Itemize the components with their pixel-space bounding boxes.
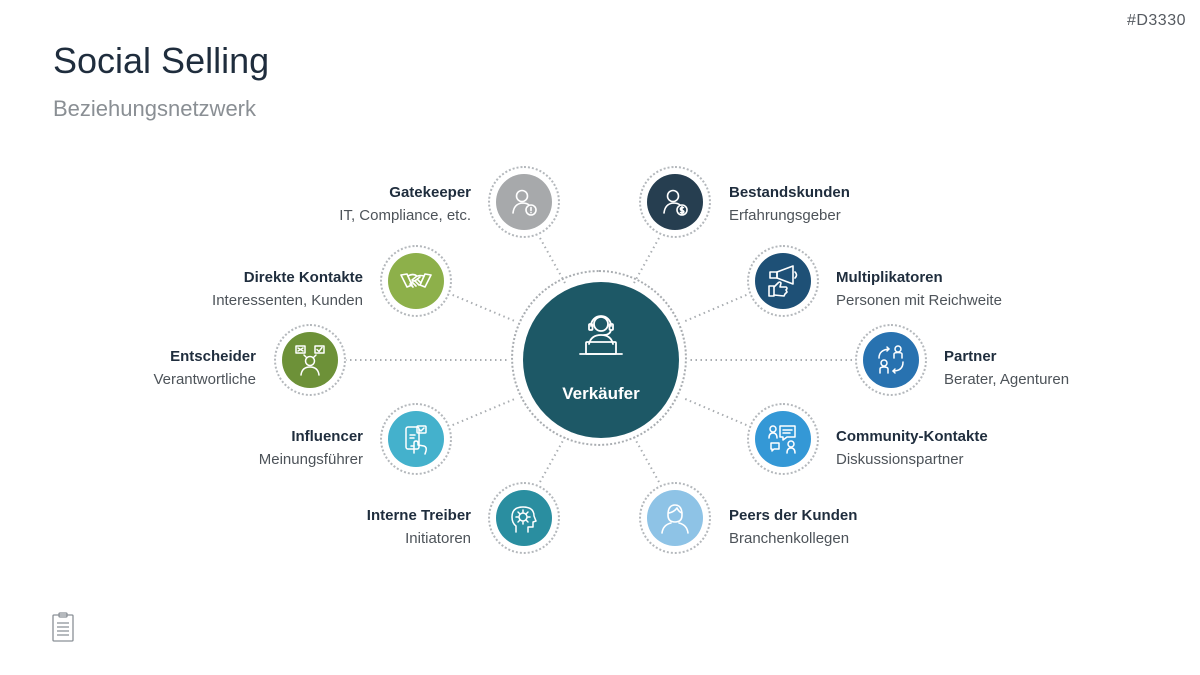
partner-exchange-icon <box>878 345 904 374</box>
node-multiplikatoren <box>747 245 819 317</box>
center-label: Verkäufer <box>562 384 640 403</box>
label-influencer: Influencer Meinungsführer <box>113 426 363 471</box>
node-title: Influencer <box>291 428 363 445</box>
center-ring <box>511 270 687 446</box>
head-idea-icon <box>511 506 537 533</box>
node-partner <box>855 324 927 396</box>
node-title: Bestandskunden <box>729 184 850 201</box>
node-subtitle: Berater, Agenturen <box>944 371 1070 388</box>
node-direkte-kontakte <box>380 245 452 317</box>
label-multiplikatoren: Multiplikatoren Personen mit Reichweite <box>836 267 1086 312</box>
node-interne-treiber <box>488 482 560 554</box>
node-title: Partner <box>944 348 997 365</box>
node-influencer <box>380 403 452 475</box>
slide-id: #D3330 <box>1126 12 1186 29</box>
megaphone-icon <box>768 265 798 297</box>
node-subtitle: Diskussionspartner <box>836 451 964 468</box>
node-entscheider <box>274 324 346 396</box>
phone-social-icon <box>405 425 427 455</box>
node-subtitle: Erfahrungsgeber <box>729 207 841 224</box>
person-money-icon <box>663 189 688 216</box>
center-node: Verkäufer <box>523 282 679 438</box>
page-subtitle: Beziehungsnetzwerk <box>53 96 257 121</box>
person-alert-icon <box>512 189 537 216</box>
chat-people-icon <box>768 425 796 454</box>
page-title: Social Selling <box>53 40 270 81</box>
node-subtitle: Personen mit Reichweite <box>836 292 1002 309</box>
node-subtitle: Meinungsführer <box>258 451 363 468</box>
node-community-kontakte <box>747 403 819 475</box>
label-gatekeeper: Gatekeeper IT, Compliance, etc. <box>221 182 471 227</box>
node-title: Multiplikatoren <box>836 269 943 286</box>
node-subtitle: Initiatoren <box>405 530 471 547</box>
node-gatekeeper <box>488 166 560 238</box>
label-community-kontakte: Community-Kontakte Diskussionspartner <box>836 426 1086 471</box>
node-title: Entscheider <box>170 348 256 365</box>
person-outline-icon <box>661 504 689 534</box>
clipboard-icon[interactable] <box>52 612 74 647</box>
node-title: Interne Treiber <box>366 507 471 524</box>
node-peers-der-kunden <box>639 482 711 554</box>
node-bestandskunden <box>639 166 711 238</box>
label-partner: Partner Berater, Agenturen <box>944 346 1194 391</box>
node-title: Direkte Kontakte <box>243 269 363 286</box>
node-subtitle: Interessenten, Kunden <box>212 292 363 309</box>
label-interne-treiber: Interne Treiber Initiatoren <box>221 505 471 550</box>
support-agent-icon <box>576 310 626 365</box>
node-title: Community-Kontakte <box>836 428 988 445</box>
node-title: Gatekeeper <box>389 184 471 201</box>
node-subtitle: Branchenkollegen <box>729 530 850 547</box>
node-subtitle: Verantwortliche <box>153 371 256 388</box>
decision-person-icon <box>295 345 325 376</box>
node-title: Peers der Kunden <box>729 507 858 524</box>
node-subtitle: IT, Compliance, etc. <box>339 207 471 224</box>
label-direkte-kontakte: Direkte Kontakte Interessenten, Kunden <box>113 267 363 312</box>
label-bestandskunden: Bestandskunden Erfahrungsgeber <box>729 182 979 227</box>
handshake-icon <box>400 273 432 288</box>
label-entscheider: Entscheider Verantwortliche <box>6 346 256 391</box>
label-peers-der-kunden: Peers der Kunden Branchenkollegen <box>729 505 979 550</box>
